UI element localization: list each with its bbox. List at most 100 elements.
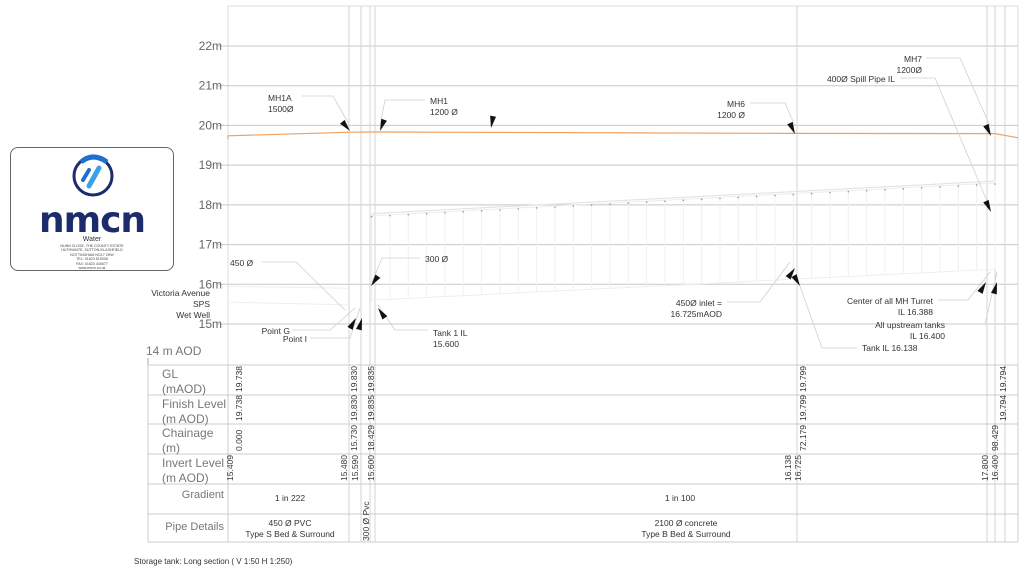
arrowhead-icon	[983, 199, 991, 212]
rib-marker	[774, 194, 776, 197]
annotation-text: 15.600	[433, 339, 459, 349]
arrowhead-shape	[380, 118, 387, 131]
table-value: 19.799	[798, 366, 808, 392]
rib-marker	[389, 214, 391, 217]
pipe-detail: Type S Bed & Surround	[245, 529, 335, 539]
annotation-text: IL 16.400	[910, 331, 945, 341]
row-label: Finish Level	[162, 397, 226, 411]
rib-marker	[444, 211, 446, 214]
leader-line	[900, 77, 991, 209]
logo-address: NUNN CLOSE, THE COUNTY ESTATE HUTHWAITE,…	[60, 244, 124, 271]
table-value: 19.830	[349, 366, 359, 392]
annotation-text: Tank IL 16.138	[862, 343, 918, 353]
rib-marker	[975, 184, 978, 186]
y-tick-label: 18m	[199, 198, 222, 212]
rib-marker	[700, 198, 703, 201]
rib-marker	[920, 187, 923, 189]
rib-marker	[847, 190, 850, 193]
arrowhead-shape	[378, 308, 388, 320]
rib-marker	[682, 199, 685, 202]
leader-line	[379, 99, 425, 127]
y-tick-label: 15m	[199, 317, 222, 331]
arrowhead-shape	[990, 282, 997, 295]
rib-marker	[554, 206, 556, 208]
arrowhead-icon	[490, 115, 497, 128]
rib-marker	[462, 211, 465, 213]
annotation-text: 1500Ø	[268, 104, 294, 114]
arrowhead-shape	[977, 282, 986, 294]
logo-division: Water	[82, 236, 102, 243]
annotation-text: 300 Ø	[425, 254, 449, 264]
leader-line	[302, 95, 351, 127]
leader-line	[377, 304, 428, 331]
y-tick-label: 20m	[199, 118, 222, 132]
pipe-detail: Type B Bed & Surround	[641, 529, 731, 539]
table-value: 72.179	[798, 425, 808, 451]
leader-line	[926, 57, 991, 127]
pipe-450-soffit	[227, 285, 350, 289]
annotation-text: 400Ø Spill Pipe IL	[827, 74, 895, 84]
rib-marker	[535, 207, 538, 209]
storage-tank-outline	[227, 180, 996, 306]
table-value: 17.800	[980, 455, 990, 481]
row-label: Chainage	[162, 426, 214, 440]
row-label: Pipe Details	[165, 521, 224, 533]
row-label: Gradient	[182, 489, 224, 501]
rib-marker	[737, 196, 740, 199]
ground-level-line	[227, 131, 1019, 140]
row-label: (m AOD)	[162, 471, 209, 485]
rib-marker	[994, 183, 996, 185]
datum-label: 14 m AOD	[146, 344, 202, 358]
section-data-table: GL(mAOD)Finish Level(m AOD)Chainage(m)In…	[147, 364, 1019, 543]
row-label: Invert Level	[162, 456, 224, 470]
gradient-value: 1 in 100	[665, 493, 696, 503]
leader-line	[727, 261, 791, 303]
leader-line	[938, 271, 991, 301]
table-value: 15.730	[349, 425, 359, 451]
table-value: 16.400	[990, 455, 1000, 481]
arrowhead-shape	[355, 318, 362, 331]
rib-marker	[590, 204, 593, 206]
table-value: 19.799	[798, 395, 808, 421]
annotation-text: Point G	[262, 326, 290, 336]
arrowhead-shape	[371, 274, 381, 286]
arrowhead-shape	[787, 121, 795, 134]
table-value: 19.835	[366, 366, 376, 392]
annotation-text: MH1A	[268, 93, 292, 103]
rib-marker	[957, 185, 960, 187]
arrowhead-icon	[983, 123, 991, 136]
arrowhead-icon	[791, 274, 800, 286]
rib-marker	[407, 213, 410, 216]
table-value: 15.409	[225, 455, 235, 481]
rib-marker	[810, 192, 813, 195]
arrowhead-icon	[347, 318, 356, 330]
y-tick-label: 22m	[199, 39, 222, 53]
drawing-caption: Storage tank: Long section ( V 1:50 H 1:…	[134, 557, 293, 566]
rib-marker	[627, 202, 630, 204]
arrowhead-icon	[355, 318, 362, 331]
row-label: (m AOD)	[162, 412, 209, 426]
annotation-text: Center of all MH Turret	[847, 296, 934, 306]
annotation-text: Point I	[283, 334, 307, 344]
leader-line	[950, 271, 998, 325]
arrowhead-shape	[347, 318, 356, 330]
rib-marker	[645, 201, 648, 204]
y-tick-label: 19m	[199, 158, 222, 172]
arrowhead-icon	[378, 308, 388, 320]
arrowhead-shape	[339, 119, 350, 131]
arrowhead-icon	[371, 274, 381, 286]
arrowhead-shape	[791, 274, 800, 286]
rib-marker	[755, 195, 758, 198]
arrowhead-icon	[990, 282, 997, 295]
annotation-text: SPS	[193, 299, 210, 309]
y-tick-label: 16m	[199, 277, 222, 291]
annotation-text: MH1	[430, 96, 448, 106]
rib-marker	[719, 197, 721, 200]
rib-marker	[517, 208, 520, 210]
pipe-detail: 2100 Ø concrete	[655, 518, 718, 528]
table-value: 19.738	[234, 395, 244, 421]
logo-swirl-icon	[72, 154, 114, 197]
leader-line	[371, 257, 420, 283]
